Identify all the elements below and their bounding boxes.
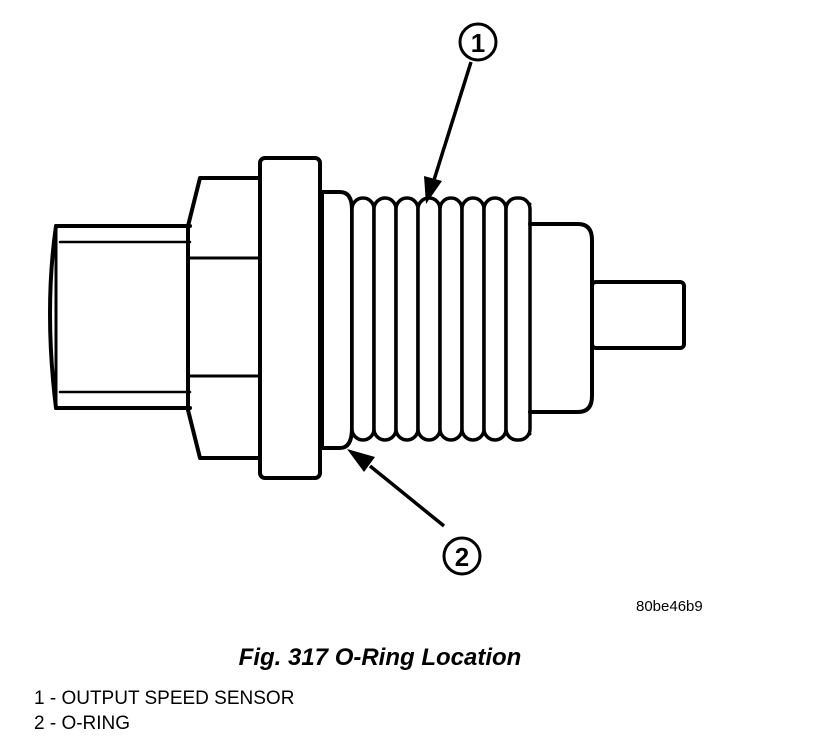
connector-body [48, 224, 192, 410]
hex-body [186, 176, 264, 460]
sensor-illustration: 1 2 [48, 22, 686, 576]
figure-caption: Fig. 317 O-Ring Location [238, 644, 522, 671]
thread-ridges [350, 196, 532, 442]
callout-1: 1 [424, 22, 498, 204]
sensor-shank [528, 222, 594, 414]
legend-item-2: 2 - O-RING [34, 713, 131, 734]
callout-2: 2 [347, 449, 482, 576]
figure-id: 80be46b9 [636, 598, 703, 615]
sensor-tip [590, 280, 686, 350]
legend: 1 - OUTPUT SPEED SENSOR 2 - O-RING [34, 686, 294, 736]
legend-item-1: 1 - OUTPUT SPEED SENSOR [34, 688, 295, 709]
o-ring [320, 190, 354, 450]
flange [258, 156, 322, 480]
callout-2-number: 2 [455, 542, 469, 572]
callout-1-number: 1 [471, 28, 485, 58]
